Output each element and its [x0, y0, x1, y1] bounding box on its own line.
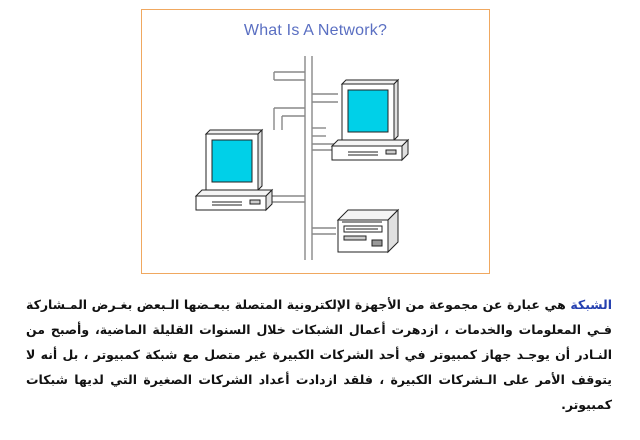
monitor-screen — [347, 89, 389, 133]
description-paragraph: الشبكة هي عبارة عن مجموعة من الأجهزة الإ… — [26, 292, 612, 417]
network-backbone — [270, 56, 338, 260]
highlighted-term: الشبكة — [570, 297, 612, 312]
server — [336, 208, 400, 254]
computer-right — [330, 78, 410, 162]
figure-title: What Is A Network? — [243, 22, 388, 39]
network-diagram — [194, 56, 410, 260]
paragraph-text: هي عبارة عن مجموعة من الأجهزة الإلكتروني… — [26, 297, 612, 412]
computer-left — [194, 128, 274, 212]
monitor-screen — [211, 139, 253, 183]
network-figure: What Is A Network? — [141, 9, 490, 274]
